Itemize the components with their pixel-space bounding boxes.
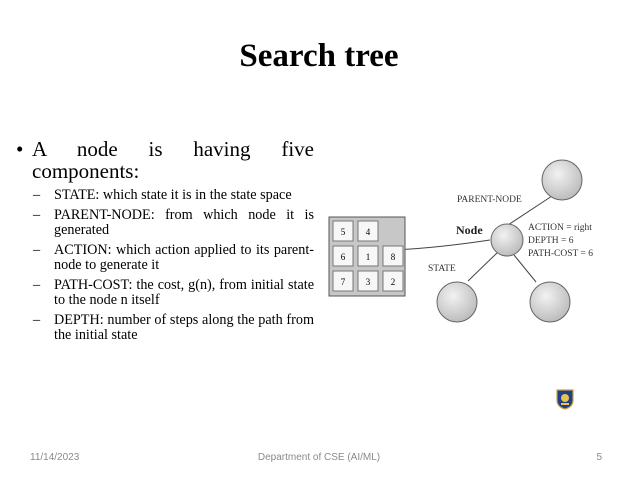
puzzle-tile-text: 4 (366, 227, 371, 237)
dash-icon: – (33, 206, 41, 223)
sub-bullet-depth: – DEPTH: number of steps along the path … (18, 311, 314, 344)
edge-state (393, 239, 491, 251)
child-node-right-circle (529, 281, 571, 323)
puzzle-board: 5 4 6 1 8 7 3 2 (328, 216, 406, 297)
child-node-left-circle (436, 281, 478, 323)
puzzle-tile: 7 (332, 270, 354, 292)
puzzle-tile-text: 1 (366, 252, 371, 262)
slide-title: Search tree (239, 38, 399, 74)
bullet-dot-icon: • (16, 137, 24, 161)
main-bullet-text: A node is having five components: (32, 137, 314, 183)
puzzle-tile: 1 (357, 245, 379, 267)
sub-bullet-parent-node: – PARENT-NODE: from which node it is gen… (18, 206, 314, 239)
puzzle-tile-text: 8 (391, 252, 396, 262)
footer-department: Department of CSE (AI/ML) (257, 452, 381, 463)
path-cost-text: PATH-COST = 6 (528, 249, 593, 259)
dash-icon: – (33, 187, 41, 203)
puzzle-tile: 5 (332, 220, 354, 242)
footer-page-number: 5 (596, 452, 602, 463)
action-text: ACTION = right (528, 223, 592, 233)
search-tree-diagram: 5 4 6 1 8 7 3 2 PARENT-NODE Node STATE A… (328, 159, 593, 323)
parent-node-circle (541, 159, 583, 201)
sub-bullet-list: – STATE: which state it is in the state … (18, 187, 314, 344)
state-label: STATE (428, 264, 456, 274)
bullet-list: • A node is having five components: – ST… (16, 137, 314, 348)
puzzle-tile: 6 (332, 245, 354, 267)
sub-bullet-text: ACTION: which action applied to its pare… (54, 241, 314, 273)
dash-icon: – (33, 311, 41, 328)
puzzle-tile-text: 2 (391, 277, 396, 287)
depth-text: DEPTH = 6 (528, 236, 574, 246)
dash-icon: – (33, 241, 41, 258)
sub-bullet-state: – STATE: which state it is in the state … (18, 187, 314, 204)
puzzle-tile-text: 6 (341, 252, 346, 262)
puzzle-tile: 8 (382, 245, 404, 267)
edge-child-left (467, 250, 500, 282)
puzzle-tile-text: 3 (366, 277, 371, 287)
parent-node-label: PARENT-NODE (457, 195, 522, 205)
footer-date: 11/14/2023 (30, 452, 80, 463)
sub-bullet-text: PATH-COST: the cost, g(n), from initial … (54, 276, 314, 308)
puzzle-tile: 2 (382, 270, 404, 292)
sub-bullet-text: PARENT-NODE: from which node it is gener… (54, 206, 314, 238)
sub-bullet-text: STATE: which state it is in the state sp… (54, 187, 292, 203)
institution-logo-icon (556, 389, 574, 410)
sub-bullet-action: – ACTION: which action applied to its pa… (18, 241, 314, 274)
dash-icon: – (33, 276, 41, 293)
sub-bullet-text: DEPTH: number of steps along the path fr… (54, 311, 314, 343)
puzzle-tile-blank (382, 220, 404, 242)
edge-parent (504, 195, 553, 228)
puzzle-tile: 4 (357, 220, 379, 242)
node-label: Node (456, 223, 483, 237)
main-bullet: • A node is having five components: (16, 137, 314, 183)
puzzle-tile-text: 7 (341, 277, 346, 287)
puzzle-tile-text: 5 (341, 227, 346, 237)
puzzle-tile: 3 (357, 270, 379, 292)
sub-bullet-path-cost: – PATH-COST: the cost, g(n), from initia… (18, 276, 314, 309)
edge-child-right (513, 254, 537, 283)
current-node-circle (490, 223, 524, 257)
